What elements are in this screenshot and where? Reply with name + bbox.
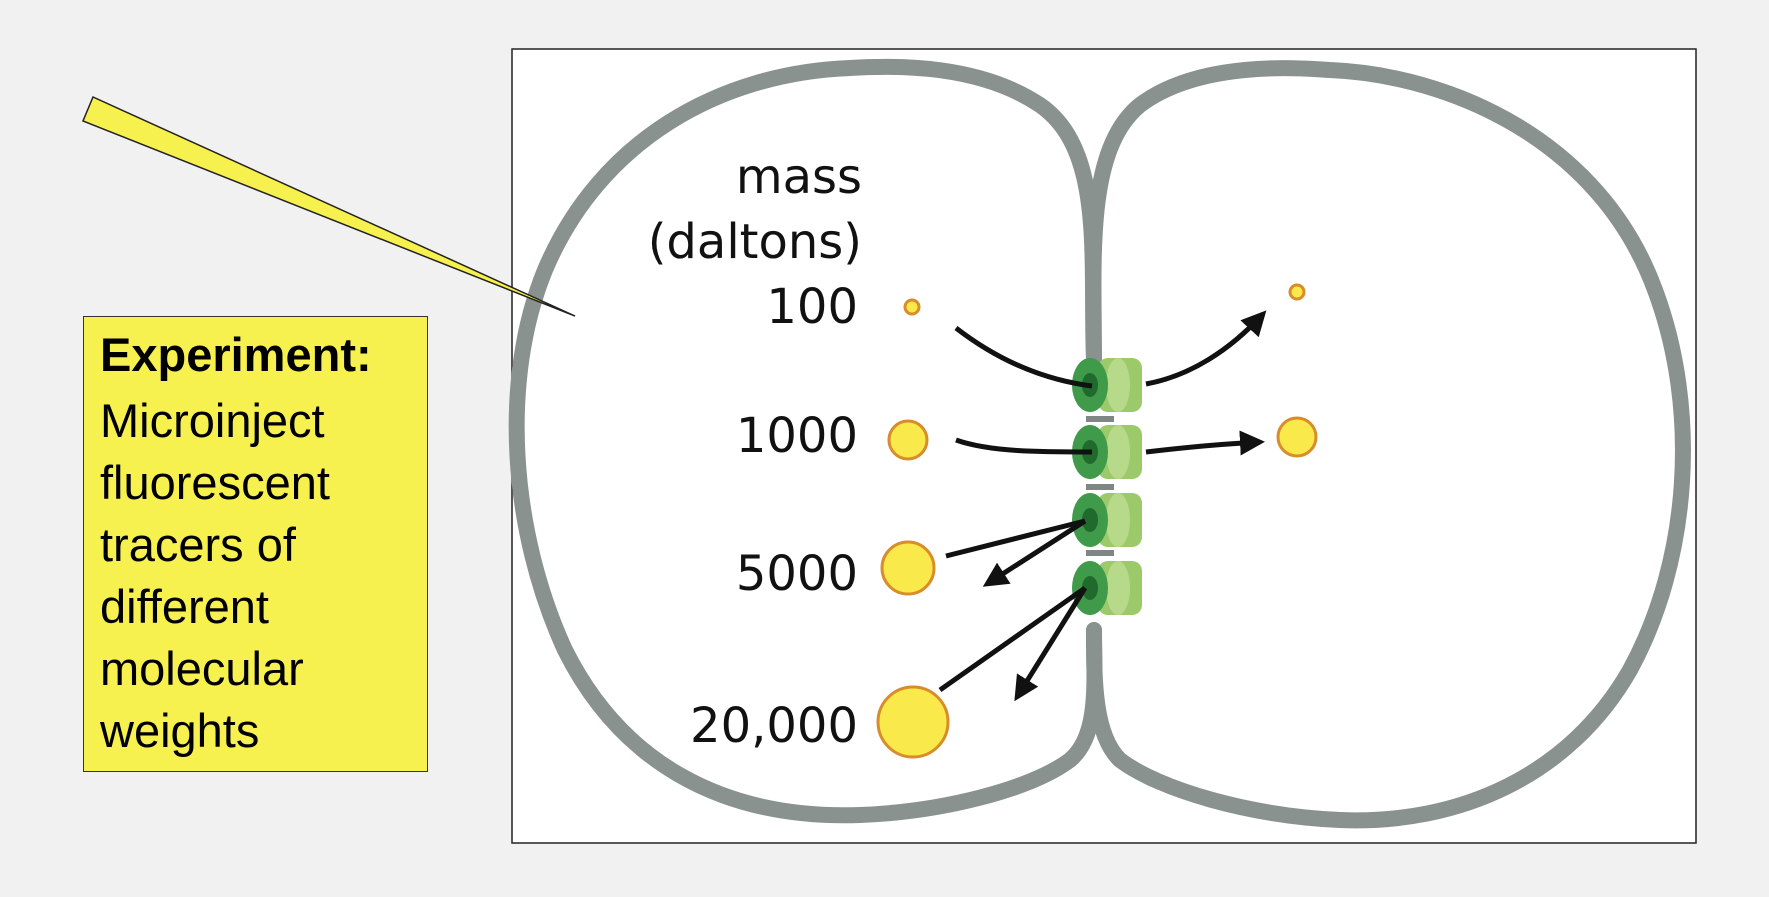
arrow-5000-reflected <box>982 518 1087 587</box>
experiment-title: Experiment: <box>100 328 372 381</box>
channel-connector <box>1086 484 1114 490</box>
channel-connector <box>1086 416 1114 422</box>
arrow-100-into-right-cell <box>1145 310 1267 387</box>
micropipette <box>82 95 576 317</box>
tracer-5000-left <box>880 540 936 596</box>
arrow-5000-toward-channel <box>945 518 1086 559</box>
mass-label-1000: 1000 <box>736 408 858 464</box>
arrow-100-into-channel <box>954 326 1093 389</box>
mass-header-line2: (daltons) <box>648 214 862 270</box>
right-cell-membrane <box>1085 60 1691 829</box>
left-cell-membrane <box>508 58 1103 824</box>
mass-header-line1: mass <box>736 149 862 205</box>
tracer-20000-left <box>876 685 950 759</box>
experiment-description: Microinject fluorescent tracers of diffe… <box>100 394 330 757</box>
mass-label-100: 100 <box>766 279 858 335</box>
arrow-1000-into-right-cell <box>1145 430 1265 456</box>
arrow-20000-reflected <box>1014 586 1088 702</box>
gap-junction-channel <box>1072 561 1142 615</box>
tracer-100-left <box>903 298 921 316</box>
mass-label-5000: 5000 <box>736 546 858 602</box>
tracer-1000-left <box>887 419 929 461</box>
tracer-100-right <box>1288 283 1306 301</box>
gap-junction-channel <box>1072 493 1142 547</box>
arrow-1000-into-channel <box>955 437 1093 455</box>
channel-connector <box>1086 550 1114 556</box>
mass-label-20000: 20,000 <box>690 698 858 754</box>
arrow-20000-toward-channel <box>938 585 1087 693</box>
tracer-1000-right <box>1276 416 1318 458</box>
experiment-box <box>83 316 428 772</box>
